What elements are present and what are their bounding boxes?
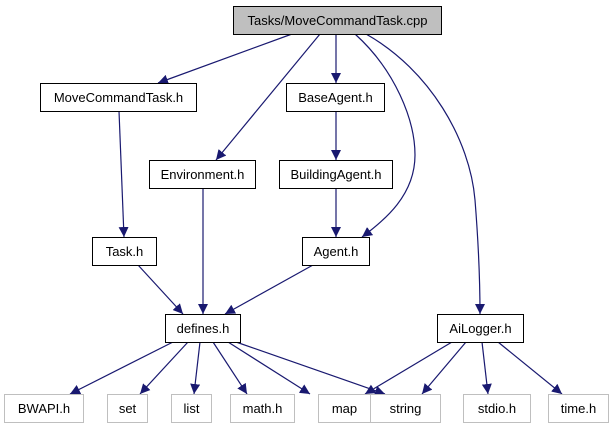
node-agent[interactable]: Agent.h xyxy=(302,237,370,266)
node-environment[interactable]: Environment.h xyxy=(149,160,256,189)
node-string: string xyxy=(370,394,441,423)
node-stdio: stdio.h xyxy=(463,394,531,423)
node-box xyxy=(165,314,241,343)
edges-layer xyxy=(69,33,563,396)
edge-defines-to-list xyxy=(190,341,201,395)
node-box xyxy=(370,394,441,423)
node-label: Task.h xyxy=(106,244,144,259)
node-defines[interactable]: defines.h xyxy=(165,314,241,343)
node-label: BuildingAgent.h xyxy=(290,167,381,182)
edge-root-to-agent xyxy=(354,33,416,238)
edge-defines-to-math xyxy=(212,341,248,395)
node-label: AiLogger.h xyxy=(449,321,511,336)
node-map: map xyxy=(318,394,371,423)
node-label: stdio.h xyxy=(478,401,516,416)
node-label: time.h xyxy=(561,401,596,416)
nodes-layer: Tasks/MoveCommandTask.cppMoveCommandTask… xyxy=(4,6,609,423)
node-box xyxy=(149,160,256,189)
node-buildingagent[interactable]: BuildingAgent.h xyxy=(279,160,393,189)
edge-movecmd-to-task xyxy=(118,110,129,238)
node-box xyxy=(40,83,197,112)
node-label: BaseAgent.h xyxy=(298,90,372,105)
node-box xyxy=(279,160,393,189)
edge-defines-to-bwapi xyxy=(69,341,174,395)
node-movecmd[interactable]: MoveCommandTask.h xyxy=(40,83,197,112)
node-box xyxy=(4,394,84,423)
node-label: map xyxy=(332,401,357,416)
node-label: MoveCommandTask.h xyxy=(54,90,183,105)
node-ailogger[interactable]: AiLogger.h xyxy=(437,314,524,343)
node-task[interactable]: Task.h xyxy=(92,237,157,266)
edge-task-to-defines xyxy=(137,264,184,315)
node-box xyxy=(171,394,212,423)
node-box xyxy=(463,394,531,423)
node-box xyxy=(92,237,157,266)
edge-agent-to-defines xyxy=(224,264,314,315)
edge-ailogger-to-map xyxy=(364,341,453,395)
node-label: list xyxy=(184,401,200,416)
node-box xyxy=(548,394,609,423)
edge-defines-to-map xyxy=(227,341,311,395)
node-box xyxy=(233,6,442,35)
edge-defines-to-set xyxy=(139,341,189,395)
node-label: math.h xyxy=(243,401,283,416)
node-label: string xyxy=(390,401,422,416)
node-box xyxy=(437,314,524,343)
edge-ailogger-to-stdio xyxy=(481,341,492,395)
node-box xyxy=(230,394,295,423)
node-box xyxy=(302,237,370,266)
node-label: Tasks/MoveCommandTask.cpp xyxy=(248,13,428,28)
edge-ailogger-to-time xyxy=(497,341,563,395)
node-time: time.h xyxy=(548,394,609,423)
node-label: Environment.h xyxy=(161,167,245,182)
edge-root-to-environment xyxy=(215,33,321,161)
node-math: math.h xyxy=(230,394,295,423)
edge-root-to-movecmd xyxy=(157,33,293,85)
node-label: defines.h xyxy=(177,321,230,336)
node-label: set xyxy=(119,401,137,416)
node-label: BWAPI.h xyxy=(18,401,70,416)
edge-defines-to-string xyxy=(235,341,386,396)
node-bwapi: BWAPI.h xyxy=(4,394,84,423)
node-list: list xyxy=(171,394,212,423)
edge-root-to-ailogger xyxy=(365,33,485,315)
node-root[interactable]: Tasks/MoveCommandTask.cpp xyxy=(233,6,442,35)
node-box xyxy=(286,83,385,112)
node-box xyxy=(318,394,371,423)
node-label: Agent.h xyxy=(314,244,359,259)
node-baseagent[interactable]: BaseAgent.h xyxy=(286,83,385,112)
edge-ailogger-to-string xyxy=(421,341,467,395)
node-set: set xyxy=(107,394,148,423)
node-box xyxy=(107,394,148,423)
